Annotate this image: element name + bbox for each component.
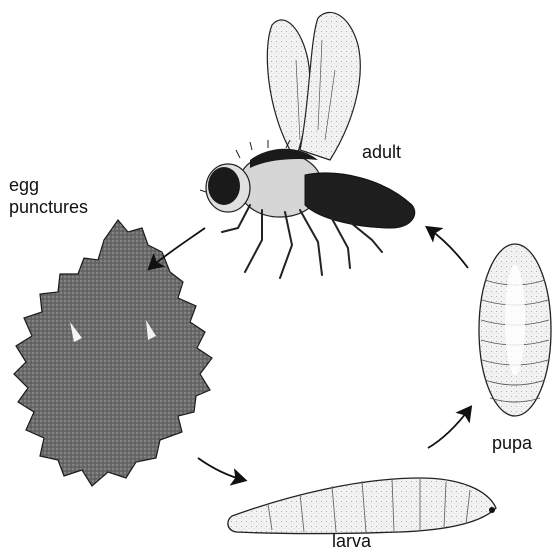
arrow-pupa-to-adult	[428, 228, 468, 268]
fly-eye	[208, 167, 240, 205]
label-egg-punctures: punctures	[9, 196, 88, 218]
fly-abdomen	[305, 173, 415, 228]
arrow-adult-to-egg	[150, 228, 205, 268]
arrow-egg-to-larva	[198, 458, 244, 480]
label-egg: egg	[9, 174, 39, 196]
label-larva: larva	[332, 530, 371, 552]
pupa-illustration	[479, 244, 551, 416]
larva-illustration	[228, 478, 496, 534]
label-adult: adult	[362, 141, 401, 163]
fly-wing-right	[300, 12, 360, 160]
leaf-illustration	[14, 220, 212, 486]
arrow-larva-to-pupa	[428, 408, 470, 448]
label-pupa: pupa	[492, 432, 532, 454]
